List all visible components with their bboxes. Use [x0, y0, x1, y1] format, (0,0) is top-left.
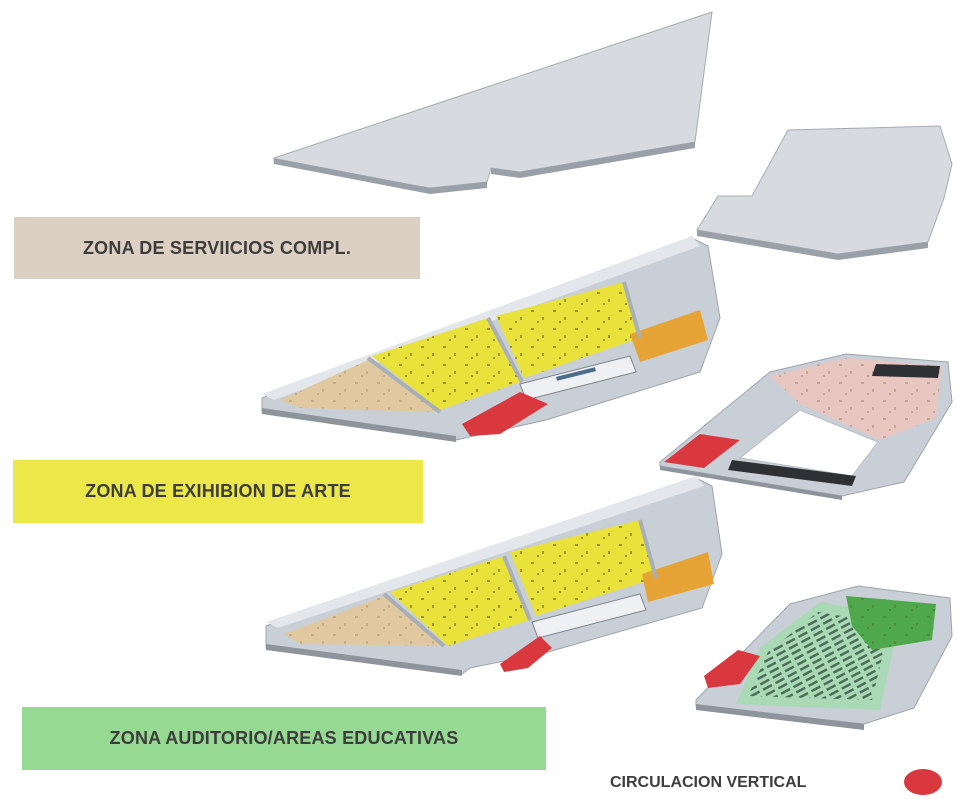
legend-zone-services: ZONA DE SERVIICIOS COMPL. — [14, 217, 420, 279]
exhibition-level-left — [261, 236, 721, 442]
roof-slab-right — [696, 125, 953, 260]
exhibition-level-right — [659, 353, 953, 500]
legend-circulation-label: CIRCULACION VERTICAL — [610, 774, 807, 791]
auditorium-level-right — [695, 585, 953, 730]
legend-zone-services-label: ZONA DE SERVIICIOS COMPL. — [82, 237, 352, 258]
auditorium-level-left — [265, 476, 723, 676]
circulation-legend-marker — [904, 769, 942, 795]
legend-zone-art: ZONA DE EXIHIBION DE ARTE — [13, 460, 423, 523]
legend-zone-art-label: ZONA DE EXIHIBION DE ARTE — [85, 481, 351, 501]
roof-slab-left — [273, 11, 713, 194]
legend-zone-auditorium: ZONA AUDITORIO/AREAS EDUCATIVAS — [22, 707, 546, 770]
circulation-core — [462, 392, 548, 436]
legend-zone-auditorium-label: ZONA AUDITORIO/AREAS EDUCATIVAS — [109, 728, 459, 748]
